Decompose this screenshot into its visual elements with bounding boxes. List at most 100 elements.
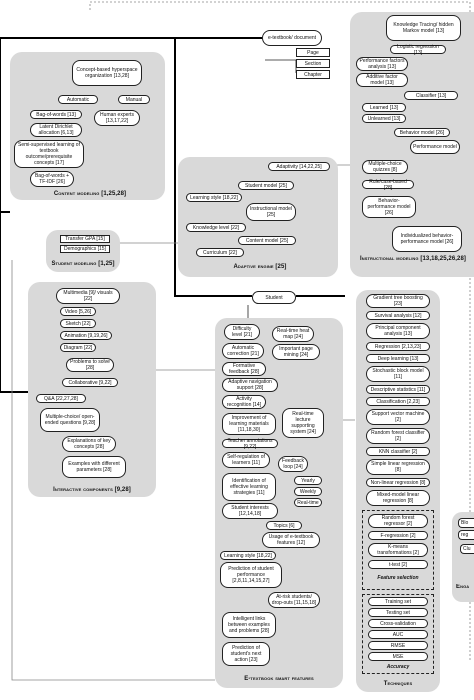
knowledge-tracing-node: Knowledge Tracing/ hidden Markov model [… — [386, 15, 461, 41]
difficulty-node: Difficulty level [21] — [224, 324, 260, 340]
nonlinear-node: Non-linear regression [8] — [366, 478, 430, 487]
techniques-title: Techniques — [383, 681, 413, 687]
fs-t-node: t-test [2] — [368, 560, 428, 569]
adaptivity-node: Adaptivity [14,22,25] — [268, 162, 330, 171]
realtime-lecture-node: Real-time lecture supporting system [24] — [282, 408, 324, 438]
unlearned-node: Unlearned [13] — [362, 114, 406, 123]
improvement-materials-node: Improvement of learning materials [11,18… — [222, 413, 276, 435]
auc-node: AUC — [368, 630, 428, 639]
content-modeling-title: Content modeling [1,25,28] — [53, 191, 127, 197]
deep-learning-node: Deep learning [13] — [366, 354, 430, 363]
activity-recognition-node: Activity recognition [14] — [222, 395, 266, 409]
simple-linear-node: Simple linear regression [8] — [366, 459, 430, 475]
realtime-node: Real-time — [294, 498, 322, 507]
diagram-node: Diagram [22] — [60, 343, 96, 352]
survival-node: Survival analysis [12] — [366, 311, 430, 320]
performance-model-node: Performance model — [410, 140, 460, 154]
bow-tfidf-node: Bag-of-words + TF-IDF [26] — [30, 171, 74, 187]
sbm-node: Stochastic block model [11] — [366, 366, 430, 382]
heatmap-node: Real-time heat map [24] — [272, 326, 314, 342]
semi-supervised-node: Semi-supervised learning of textbook out… — [14, 140, 84, 168]
student-node: Student — [252, 291, 296, 304]
formative-feedback-node: Formative feedback [28] — [222, 362, 266, 376]
accuracy-label: Accuracy — [386, 664, 410, 670]
animation-node: Animation [9,19,26] — [60, 331, 112, 340]
mixed-model-node: Mixed-model linear regression [8] — [366, 490, 430, 506]
accuracy-group — [362, 594, 434, 674]
learning-style-sf-node: Learning style [18,22] — [220, 551, 276, 560]
rmse-node: RMSE — [368, 641, 428, 650]
human-experts-node: Human experts [13,17,22] — [94, 110, 140, 126]
teacher-annotations-node: Teacher annotations [9,22] — [222, 438, 278, 450]
pfa-node: Performance factors analysis [13] — [356, 57, 408, 71]
self-regulation-node: Self-regulation of learners [11] — [222, 452, 270, 468]
nav-support-node: Adaptive navigation support [28] — [222, 378, 278, 392]
gbr-node: Gradient tree boosting [23] — [366, 294, 430, 308]
feedback-loop-node: Feedback loop [24] — [278, 456, 308, 472]
student-model-node: Student model [25] — [238, 181, 294, 190]
reg-node: reg — [458, 530, 474, 540]
mse-node: MSE — [368, 652, 428, 661]
engagement-title-partial: Enga — [456, 584, 470, 590]
behavior-performance-node: Behavior-performance model [26] — [362, 196, 416, 218]
fs-kmeans-node: K-means transformations [2] — [368, 543, 428, 557]
regression-node: Regression [2,13,23] — [366, 342, 430, 351]
rule-based-node: Rule/case-based [28] — [362, 179, 414, 191]
bag-of-words-node: Bag-of-words [13] — [30, 110, 82, 119]
content-model-node: Content model [25] — [238, 236, 296, 245]
prediction-performance-node: Prediction of student performance [2,8,1… — [220, 562, 282, 588]
at-risk-node: At-risk students/ drop-outs [11,15,18] — [268, 592, 320, 608]
transfer-gpa-node: Transfer GPA [15] — [60, 235, 110, 243]
prediction-action-node: Prediction of student's next action [23] — [222, 642, 270, 666]
mcq-open-node: Multiple-choice/ open-ended questions [9… — [40, 408, 100, 432]
learned-node: Learned [13] — [362, 103, 406, 112]
testing-set-node: Testing set — [368, 608, 428, 617]
smart-features-title: E-textbook smart features — [244, 676, 314, 682]
training-set-node: Training set — [368, 597, 428, 606]
blo-node: Blo — [458, 518, 474, 528]
lda-node: Latent Dirichlet allocation [6,13] — [30, 123, 82, 137]
weekly-node: Weekly — [294, 487, 322, 496]
knowledge-level-node: Knowledge level [22] — [186, 223, 246, 232]
logistic-regression-node: Logistic regression [13] — [390, 44, 446, 56]
page-node: Page — [296, 48, 330, 57]
examples-node: Examples with different parameters [28] — [62, 456, 126, 478]
student-interests-node: Student interests [12,14,18] — [222, 503, 278, 519]
rfc-node: Random forest classifier [2] — [366, 428, 430, 444]
yearly-node: Yearly — [294, 476, 322, 485]
video-node: Video [5,26] — [60, 307, 96, 316]
section-node: Section — [296, 59, 330, 68]
multimedia-node: Multimedia [9]/ visuals [22] — [56, 288, 120, 304]
feature-selection-label: Feature selection — [377, 575, 419, 581]
problems-node: Problems to solve [28] — [66, 358, 114, 372]
interactive-components-title: Interactive components [9,28] — [53, 487, 131, 493]
page-mining-node: Important page mining [24] — [272, 344, 320, 360]
demographics-node: Demographics [15] — [60, 245, 110, 253]
sketch-node: Sketch [22] — [60, 319, 96, 328]
usage-features-node: Usage of e-textbook features [12] — [262, 532, 320, 548]
svm-node: Support vector machine [2] — [366, 409, 430, 425]
etextbook-document-node: e-textbook/ document — [262, 30, 322, 46]
intelligent-links-node: Intelligent links between examples and p… — [222, 612, 276, 638]
topics-node: Topics [6] — [266, 521, 302, 530]
adaptive-engine-title: Adaptive engine [25] — [233, 264, 287, 270]
concept-hyperspace-node: Concept-based hyperspace organization [1… — [72, 60, 142, 86]
collaborative-node: Collaborative [9,22] — [62, 378, 118, 387]
automatic-node: Automatic — [58, 95, 98, 104]
explanations-node: Explanations of key concepts [28] — [62, 436, 116, 452]
classifier-node: Classifier [13] — [404, 91, 458, 100]
classification-node: Classification [2,23] — [366, 397, 430, 406]
knn-node: KNN classifier [2] — [366, 447, 430, 456]
feature-selection-group — [362, 510, 434, 590]
manual-node: Manual — [118, 95, 150, 104]
behavior-model-node: Behavior model [26] — [394, 128, 450, 137]
additive-factor-node: Additive factor model [13] — [356, 73, 408, 87]
learning-style-ae-node: Learning style [18,22] — [186, 193, 242, 202]
instructional-modeling-title: Instructional modeling [13,18,25,26,28] — [359, 256, 467, 262]
mcq-quizzes-node: Multiple-choice quizzes [8] — [362, 160, 408, 174]
curriculum-node: Curriculum [22] — [196, 248, 244, 257]
auto-correction-node: Automatic correction [21] — [222, 343, 264, 359]
instructional-model-node: Instructional model [25] — [246, 203, 296, 221]
chapter-node: Chapter — [296, 70, 330, 79]
